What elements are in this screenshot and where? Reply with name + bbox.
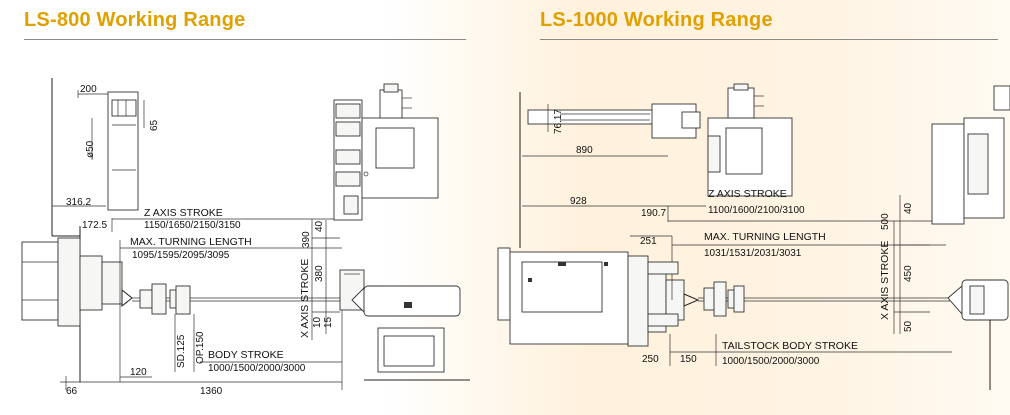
ls1000-dim-190: 190.7 bbox=[641, 208, 666, 219]
ls1000-dim-450: 450 bbox=[903, 265, 914, 282]
ls1000-x-axis-label: X AXIS STROKE bbox=[879, 241, 891, 320]
ls1000-title-rule bbox=[540, 39, 998, 40]
ls800-dim-380: 380 bbox=[314, 265, 325, 282]
ls800-dim-50: ø50 bbox=[85, 140, 96, 158]
ls1000-dim-500: 500 bbox=[880, 213, 891, 230]
ls800-title: LS-800 Working Range bbox=[24, 9, 246, 31]
ls800-dim-op: OP.150 bbox=[195, 331, 206, 364]
ls800-dim-40: 40 bbox=[314, 220, 325, 232]
ls800-dim-15: 15 bbox=[323, 316, 334, 328]
ls1000-tailstock bbox=[931, 85, 1010, 390]
ls800-body-stroke-values: 1000/1500/2000/3000 bbox=[208, 363, 306, 374]
ls800-dim-200: 200 bbox=[80, 84, 97, 95]
ls800-dim-66: 66 bbox=[66, 386, 78, 397]
ls1000-dim-890: 890 bbox=[576, 145, 593, 156]
ls1000-dim-150: 150 bbox=[680, 354, 697, 365]
ls1000-z-axis-values: 1100/1600/2100/3100 bbox=[708, 205, 805, 216]
ls800-max-turning-values: 1095/1595/2095/3095 bbox=[132, 250, 230, 261]
ls1000-dim-928: 928 bbox=[570, 196, 587, 207]
ls800-max-turning-label: MAX. TURNING LENGTH bbox=[130, 236, 252, 248]
ls1000-dim-7617: 76.17 bbox=[553, 109, 564, 134]
ls800-dim-120: 120 bbox=[130, 367, 147, 378]
ls800-dim-sd: SD.125 bbox=[176, 334, 187, 368]
ls800-dim-172: 172.5 bbox=[82, 220, 107, 231]
ls1000-tail-stroke-label: TAILSTOCK BODY STROKE bbox=[722, 340, 858, 352]
ls800-turret-column bbox=[107, 91, 139, 211]
ls800-diagram: 200 65 ø50 316.2 172.5 Z AXIS STROKE 115… bbox=[21, 78, 470, 397]
ls1000-dim-251: 251 bbox=[640, 236, 657, 247]
ls800-z-axis-values: 1150/1650/2150/3150 bbox=[144, 220, 241, 231]
ls1000-dim-250: 250 bbox=[642, 354, 659, 365]
ls800-tailstock bbox=[351, 285, 470, 381]
ls1000-tail-stroke-values: 1000/1500/2000/3000 bbox=[722, 356, 820, 367]
ls800-dim-65: 65 bbox=[149, 119, 160, 131]
ls1000-machine-frame bbox=[497, 92, 700, 347]
ls1000-title: LS-1000 Working Range bbox=[540, 9, 773, 31]
ls800-dim-10: 10 bbox=[312, 316, 323, 328]
ls800-dim-1360: 1360 bbox=[200, 386, 223, 397]
ls800-chuck bbox=[139, 283, 191, 315]
ls1000-chuck bbox=[647, 261, 745, 327]
ls1000-dim-40: 40 bbox=[903, 202, 914, 214]
ls800-dim-390: 390 bbox=[301, 231, 312, 248]
ls1000-max-turning-label: MAX. TURNING LENGTH bbox=[704, 231, 826, 243]
ls800-turret bbox=[333, 83, 439, 311]
ls1000-turret-arm bbox=[527, 103, 701, 139]
ls800-z-axis-label: Z AXIS STROKE bbox=[144, 207, 223, 219]
ls800-x-axis-label: X AXIS STROKE bbox=[299, 259, 311, 338]
ls1000-max-turning-values: 1031/1531/2031/3031 bbox=[704, 248, 802, 259]
ls1000-dim-50: 50 bbox=[903, 320, 914, 332]
ls800-machine-frame bbox=[21, 78, 133, 382]
ls1000-z-axis-label: Z AXIS STROKE bbox=[708, 188, 787, 200]
ls800-body-stroke-label: BODY STROKE bbox=[208, 349, 284, 361]
ls1000-turret bbox=[707, 83, 793, 197]
ls800-dim-316: 316.2 bbox=[66, 197, 91, 208]
ls800-title-rule bbox=[24, 39, 466, 40]
